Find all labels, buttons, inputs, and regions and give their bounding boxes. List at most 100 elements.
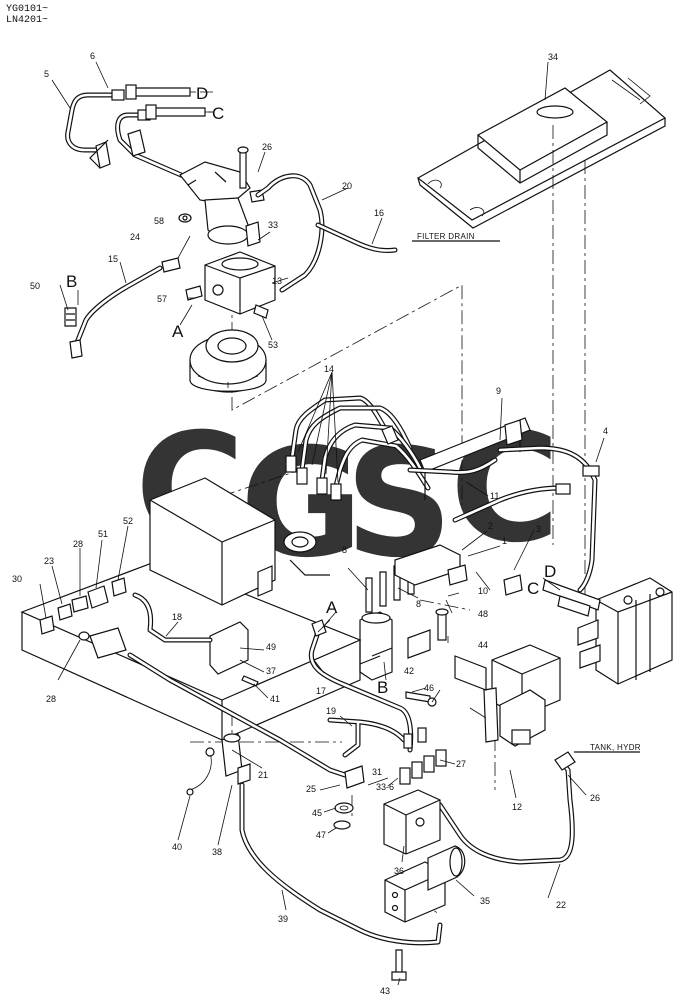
ref-letter-a-center: A [326, 598, 338, 617]
bracket-9 [419, 417, 531, 500]
callout-34: 34 [548, 52, 558, 62]
part-callouts: 5 6 26 20 16 58 33 24 15 13 50 57 53 34 … [12, 51, 608, 996]
callout-42: 42 [404, 666, 414, 676]
callout-9: 9 [496, 386, 501, 396]
floor-plate [416, 69, 667, 229]
callout-49: 49 [266, 642, 276, 652]
callout-46: 46 [424, 683, 434, 693]
callout-33-top: 33 [268, 220, 278, 230]
callout-24: 24 [130, 232, 140, 242]
serial-range: YG0101~ LN4201~ [6, 4, 48, 26]
callout-37: 37 [266, 666, 276, 676]
callout-28-top: 28 [73, 539, 83, 549]
callout-20: 20 [342, 181, 352, 191]
tank-hydr-label: TANK, HYDR [590, 743, 641, 752]
callout-3: 3 [536, 524, 541, 534]
callout-16: 16 [374, 208, 384, 218]
bolt-42-46 [405, 691, 437, 707]
callout-19: 19 [326, 706, 336, 716]
bracket-36 [383, 789, 441, 855]
bolt-43 [391, 949, 407, 981]
callout-47: 47 [316, 830, 326, 840]
leader-lines [39, 61, 640, 986]
tube-15 [69, 265, 163, 359]
callout-50: 50 [30, 281, 40, 291]
pilot-valve-bodies [454, 644, 561, 747]
callout-28-bottom: 28 [46, 694, 56, 704]
callout-45: 45 [312, 808, 322, 818]
swing-reduction-gear [189, 329, 267, 393]
tube-20 [255, 173, 325, 293]
callout-43: 43 [380, 986, 390, 996]
filter-drain-label: FILTER DRAIN [417, 232, 475, 241]
pipe-4 [452, 445, 600, 593]
ref-letter-c-right: C [527, 579, 539, 598]
ref-letter-b-center: B [377, 678, 388, 697]
solenoid-valve-35 [384, 845, 466, 923]
callout-26-top: 26 [262, 142, 272, 152]
hose-22 [437, 751, 576, 865]
callout-30: 30 [12, 574, 22, 584]
tube-16 [315, 222, 398, 253]
pressure-switch-38 [221, 733, 251, 785]
callout-48: 48 [478, 609, 488, 619]
wire-40 [186, 747, 215, 796]
callout-8-upper: 8 [342, 545, 347, 555]
left-fittings [39, 577, 249, 675]
callout-2: 2 [488, 521, 493, 531]
bolts-d-c [125, 84, 212, 120]
washers-45-47 [333, 802, 354, 830]
callout-15: 15 [108, 254, 118, 264]
callout-44: 44 [478, 640, 488, 650]
pipe-11 [407, 457, 498, 475]
callout-5: 5 [44, 69, 49, 79]
callout-22: 22 [556, 900, 566, 910]
callout-27: 27 [456, 759, 466, 769]
valve-mount-plate [394, 544, 523, 659]
hose-18 [132, 592, 213, 643]
main-control-valve [577, 577, 673, 685]
callout-1: 1 [502, 536, 507, 546]
ref-letter-b-left: B [66, 272, 77, 291]
callout-39: 39 [278, 914, 288, 924]
ref-letter-d-top: D [196, 84, 208, 103]
callout-23: 23 [44, 556, 54, 566]
callout-41: 41 [270, 694, 280, 704]
ref-letter-a-left: A [172, 322, 184, 341]
pilot-fitting-d [542, 579, 601, 617]
callout-8-lower: 8 [416, 599, 421, 609]
callout-26-bottom: 26 [590, 793, 600, 803]
relief-valve-block [185, 221, 276, 319]
pipe-assembly-upper [65, 89, 191, 181]
callout-36: 36 [394, 866, 404, 876]
swing-motor [161, 146, 265, 273]
callout-18: 18 [172, 612, 182, 622]
callout-35: 35 [480, 896, 490, 906]
callout-21: 21 [258, 770, 268, 780]
callout-57: 57 [157, 294, 167, 304]
callout-33-bottom: 33-6 [376, 782, 394, 792]
callout-13: 13 [272, 276, 282, 286]
hose-21 [127, 652, 348, 778]
hose-39 [239, 782, 443, 946]
callout-25: 25 [306, 784, 316, 794]
callout-31: 31 [372, 767, 382, 777]
callout-10: 10 [478, 586, 488, 596]
callout-12: 12 [512, 802, 522, 812]
callout-6: 6 [90, 51, 95, 61]
callout-51: 51 [98, 529, 108, 539]
callout-4: 4 [603, 426, 608, 436]
serial-line-1: YG0101~ [6, 4, 49, 15]
serial-line-2: LN4201~ [6, 15, 49, 26]
callout-17: 17 [316, 686, 326, 696]
callout-14: 14 [324, 364, 334, 374]
port-fitting-50 [64, 307, 77, 327]
callout-58: 58 [154, 216, 164, 226]
hose-19 [327, 717, 407, 758]
callout-53: 53 [268, 340, 278, 350]
callout-38: 38 [212, 847, 222, 857]
callout-11: 11 [490, 491, 499, 501]
hose-17 [308, 619, 414, 753]
callout-40: 40 [172, 842, 182, 852]
ref-letter-c-top: C [212, 104, 224, 123]
